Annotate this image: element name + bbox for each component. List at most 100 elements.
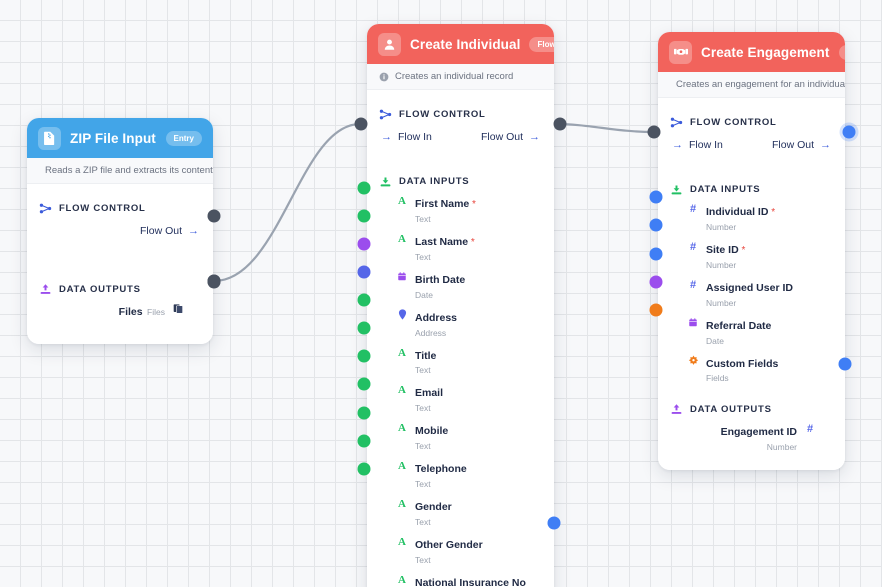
section-flow-control: FLOW CONTROL xyxy=(27,194,213,217)
calendar-icon xyxy=(686,317,700,332)
flow-out-label: Flow Out xyxy=(771,139,814,151)
node-create-engagement[interactable]: Create Engagement Flow Creates an engage… xyxy=(658,32,845,471)
data-input-row[interactable]: A Title Text xyxy=(367,342,554,380)
flow-out-port[interactable]: Flow Out → xyxy=(140,225,199,237)
text-icon: A xyxy=(398,498,406,511)
flow-out-port[interactable]: Flow Out → xyxy=(772,139,831,151)
individual-mobile-dot[interactable] xyxy=(357,349,371,363)
node-create-individual[interactable]: Create Individual Flow Creates an indivi… xyxy=(367,24,554,587)
flow-in-port[interactable]: → Flow In xyxy=(381,131,432,143)
port-type: Text xyxy=(415,441,431,452)
zip-flow-out-dot[interactable] xyxy=(207,209,221,223)
port-name: Gender xyxy=(415,501,452,514)
section-label: FLOW CONTROL xyxy=(399,109,486,120)
individual-last-name-dot[interactable] xyxy=(357,209,371,223)
section-label: DATA OUTPUTS xyxy=(690,404,772,416)
individual-ni-no-dot[interactable] xyxy=(357,462,371,476)
port-type: Address xyxy=(415,327,447,338)
individual-title-dot[interactable] xyxy=(357,293,371,307)
flow-out-label: Flow Out xyxy=(139,225,182,237)
flow-control-row: → Flow In Flow Out → xyxy=(658,131,845,155)
node-badge: Flow xyxy=(838,44,845,60)
text-icon: A xyxy=(398,384,406,397)
data-input-row[interactable]: Referral Date Date xyxy=(658,312,845,350)
info-icon xyxy=(379,72,389,81)
data-input-row[interactable]: A Email Text xyxy=(367,379,554,417)
individual-address-dot[interactable] xyxy=(357,265,371,279)
data-input-row[interactable]: A Gender Text xyxy=(367,493,554,531)
node-badge: Flow xyxy=(529,36,554,52)
data-input-row[interactable]: # Individual ID * Number xyxy=(658,198,845,236)
port-name: Referral Date xyxy=(706,319,772,332)
data-input-row[interactable]: # Assigned User ID Number xyxy=(658,274,845,312)
port-type: Text xyxy=(415,517,431,527)
node-zip-file-input[interactable]: ZIP File Input Entry Reads a ZIP file an… xyxy=(27,118,221,344)
data-output-row[interactable]: Files Files xyxy=(27,298,213,330)
individual-id-out-dot[interactable] xyxy=(547,516,561,530)
port-name: Individual ID xyxy=(706,206,769,218)
data-input-row[interactable]: A Other Gender Text xyxy=(367,531,554,569)
port-type: Number xyxy=(766,442,797,453)
data-input-row[interactable]: A Last Name * Text xyxy=(367,228,554,266)
section-label: FLOW CONTROL xyxy=(59,203,146,214)
engagement-individual-id-dot[interactable] xyxy=(649,190,663,204)
individual-gender-dot[interactable] xyxy=(357,406,371,420)
engagement-id-out-dot[interactable] xyxy=(838,357,852,371)
engagement-site-id-dot[interactable] xyxy=(649,218,663,232)
location-pin-icon xyxy=(395,309,409,324)
node-body: FLOW CONTROL Flow Out → DATA OUTPUTS xyxy=(27,184,213,344)
port-name: Last Name xyxy=(415,235,469,248)
data-input-row[interactable]: A Telephone Text xyxy=(367,455,554,493)
port-type: Fields xyxy=(706,373,729,384)
engagement-flow-in-dot[interactable] xyxy=(647,125,661,139)
data-input-row[interactable]: A First Name * Text xyxy=(367,190,554,228)
data-input-row[interactable]: A Mobile Text xyxy=(367,417,554,455)
engagement-custom-fields-dot[interactable] xyxy=(649,303,663,317)
files-icon xyxy=(171,303,185,318)
individual-birth-date-dot[interactable] xyxy=(357,237,371,251)
port-name: Site ID xyxy=(706,243,739,256)
flow-in-port[interactable]: → Flow In xyxy=(672,139,723,151)
data-input-row[interactable]: Address Address xyxy=(367,304,554,342)
port-type: Text xyxy=(415,554,431,565)
node-header[interactable]: Create Individual Flow xyxy=(367,24,554,64)
edge-zip-to-individual[interactable] xyxy=(212,122,362,283)
data-input-row[interactable]: # Site ID * Number xyxy=(658,236,845,274)
engagement-assigned-user-dot[interactable] xyxy=(649,247,663,261)
data-input-row[interactable]: Birth Date Date xyxy=(367,266,554,304)
data-input-row[interactable]: A National Insurance No Text xyxy=(367,569,554,587)
individual-flow-in-dot[interactable] xyxy=(354,117,368,131)
individual-telephone-dot[interactable] xyxy=(357,377,371,391)
hash-icon: # xyxy=(806,423,814,436)
data-inputs-list: A First Name * Text A Last Name * Text xyxy=(367,190,554,587)
edge-individual-to-engagement[interactable] xyxy=(552,122,656,134)
node-title: ZIP File Input xyxy=(70,130,156,146)
section-data-outputs: DATA OUTPUTS xyxy=(658,395,845,418)
engagement-flow-out-dot[interactable] xyxy=(842,125,856,139)
zip-files-out-dot[interactable] xyxy=(207,275,221,289)
individual-first-name-dot[interactable] xyxy=(357,181,371,195)
text-icon: A xyxy=(398,422,406,435)
port-name: Address xyxy=(415,311,458,324)
hash-icon: # xyxy=(689,240,697,253)
port-name: Assigned User ID xyxy=(706,281,793,294)
individual-other-gender-dot[interactable] xyxy=(357,434,371,448)
data-inputs-icon xyxy=(380,177,391,187)
calendar-icon xyxy=(395,271,409,286)
port-name: Custom Fields xyxy=(706,357,779,370)
data-output-row[interactable]: Engagement ID Number # xyxy=(658,418,845,456)
node-title: Create Individual xyxy=(410,36,521,52)
text-icon: A xyxy=(398,573,406,586)
engagement-referral-date-dot[interactable] xyxy=(649,275,663,289)
node-description: Creates an individual record xyxy=(395,71,514,82)
node-header[interactable]: Create Engagement Flow xyxy=(658,32,845,72)
flow-out-port[interactable]: Flow Out → xyxy=(481,131,540,143)
individual-email-dot[interactable] xyxy=(357,321,371,335)
arrow-right-icon: → xyxy=(381,130,392,143)
text-icon: A xyxy=(398,346,406,359)
data-input-row[interactable]: Custom Fields Fields xyxy=(658,350,845,388)
node-header[interactable]: ZIP File Input Entry xyxy=(27,118,213,158)
port-type: Text xyxy=(415,479,431,490)
individual-flow-out-dot[interactable] xyxy=(553,117,567,131)
